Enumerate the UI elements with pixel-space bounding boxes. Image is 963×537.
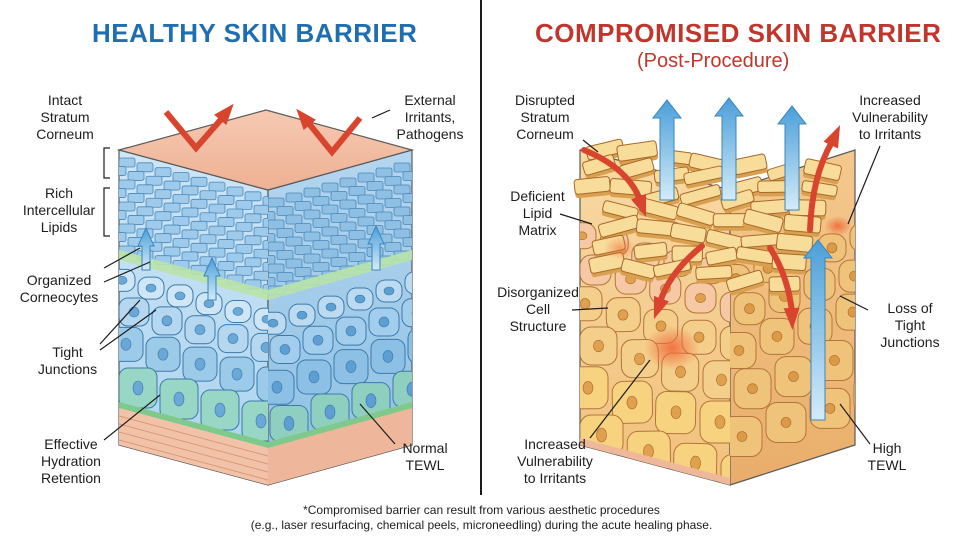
healthy-title: HEALTHY SKIN BARRIER bbox=[92, 18, 418, 48]
healthy-skin-block bbox=[116, 109, 415, 486]
footnote-line-2: (e.g., laser resurfacing, chemical peels… bbox=[250, 518, 713, 532]
compromised-title: COMPROMISED SKIN BARRIER bbox=[535, 18, 942, 48]
compromised-subtitle: (Post-Procedure) bbox=[637, 50, 790, 72]
footnote-line-1: *Compromised barrier can result from var… bbox=[303, 503, 660, 517]
